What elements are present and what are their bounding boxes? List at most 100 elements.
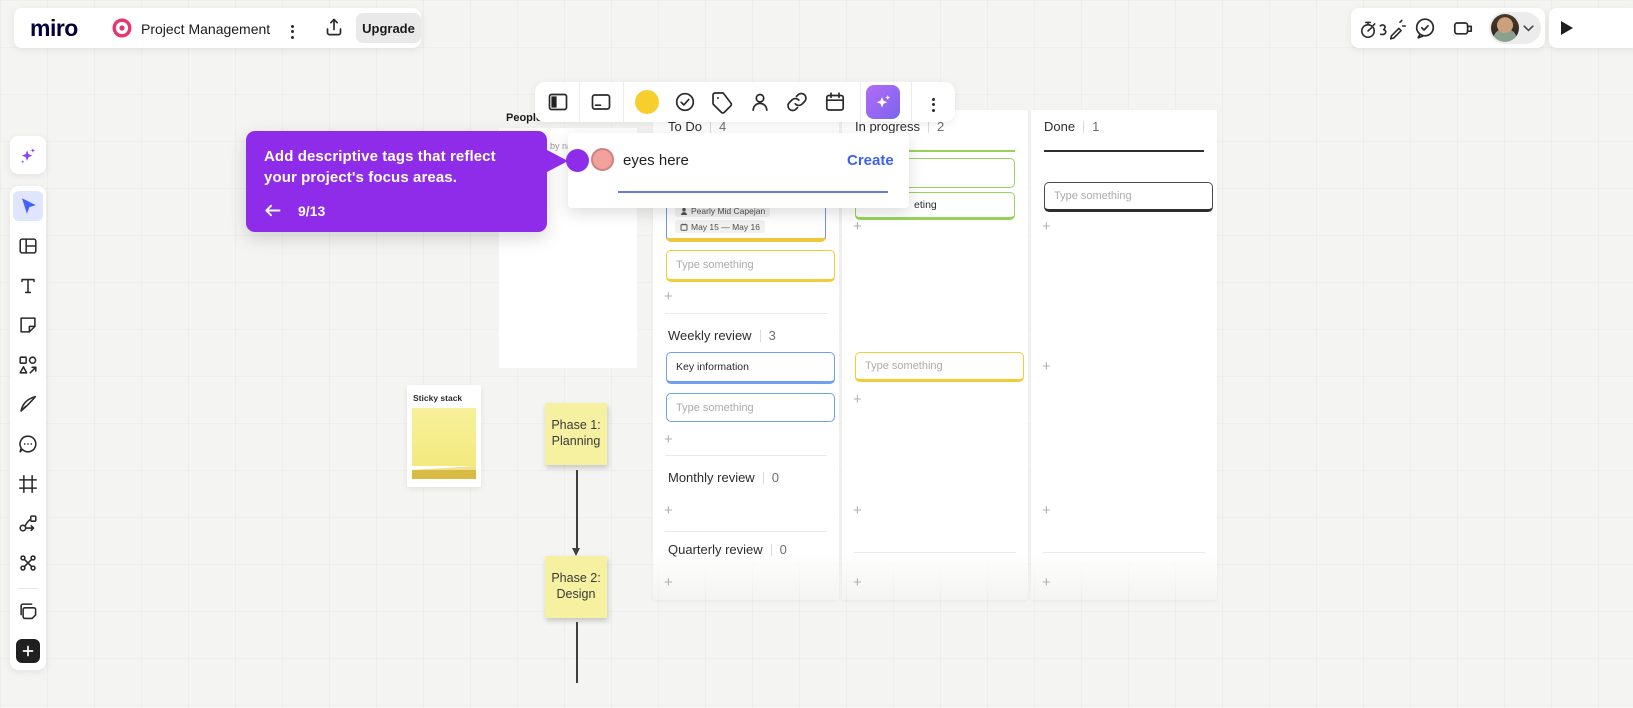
row-header-quarterly[interactable]: Quarterly review 0 — [668, 542, 787, 557]
sticky-text: Phase 1: Planning — [551, 418, 601, 448]
task-card-key-information[interactable]: Key information — [666, 352, 835, 384]
video-call-icon[interactable] — [1451, 16, 1475, 40]
collaboration-tools-icon[interactable] — [1359, 15, 1407, 42]
kanban-column-in-progress[interactable]: In progress 2 eting + Type something + +… — [842, 110, 1028, 600]
date-chip[interactable]: May 15 — May 16 — [675, 220, 765, 233]
ai-assistant-launcher[interactable] — [10, 136, 46, 174]
assignee-name: Pearly Mid Capejan — [691, 205, 766, 216]
add-card-button[interactable]: + — [664, 431, 673, 448]
new-card-input[interactable]: Type something — [855, 352, 1024, 382]
upgrade-button[interactable]: Upgrade — [356, 13, 421, 43]
board-menu-button[interactable] — [291, 22, 294, 41]
add-tool-button[interactable] — [16, 639, 40, 663]
export-icon[interactable] — [322, 16, 346, 40]
add-card-button[interactable]: + — [1042, 218, 1051, 235]
row-count: 3 — [768, 328, 776, 343]
board-header: miro Project Management Upgrade — [14, 8, 421, 48]
kanban-column-done[interactable]: Done 1 Type something + + + + — [1031, 110, 1217, 600]
connector-tool-icon[interactable] — [17, 512, 39, 534]
frame-tool-icon[interactable] — [17, 473, 39, 495]
add-card-button[interactable]: + — [664, 288, 673, 305]
sticky-pad-edge — [412, 470, 476, 479]
sparkle-icon — [876, 95, 891, 108]
toolbar-separator — [623, 82, 624, 122]
new-card-input[interactable]: Type something — [666, 393, 835, 422]
calendar-icon — [680, 223, 688, 231]
board-title[interactable]: Project Management — [141, 21, 271, 37]
tag-color-pink-swatch[interactable] — [591, 148, 614, 171]
assignee-button[interactable] — [748, 90, 772, 119]
ai-sparkle-button-active[interactable] — [866, 85, 900, 119]
row-header-weekly[interactable]: Weekly review 3 — [668, 328, 776, 343]
status-button[interactable] — [673, 90, 697, 119]
comment-tool-icon[interactable] — [17, 433, 39, 455]
add-card-button[interactable]: + — [853, 391, 862, 408]
add-card-button[interactable]: + — [853, 574, 862, 591]
row-title: Weekly review — [668, 328, 752, 343]
connector-arrow[interactable] — [576, 622, 578, 683]
toolbar-divider — [18, 588, 38, 589]
creation-toolbar — [10, 186, 46, 670]
create-tag-button[interactable]: Create — [847, 152, 894, 169]
toolbar-separator — [579, 82, 580, 122]
column-count: 4 — [718, 119, 727, 134]
shapes-tool-icon[interactable] — [17, 354, 39, 376]
row-count: 0 — [779, 542, 787, 557]
column-count: 1 — [1092, 119, 1100, 134]
card-placeholder: Type something — [676, 259, 754, 271]
link-icon — [787, 92, 807, 112]
row-header-monthly[interactable]: Monthly review 0 — [668, 470, 779, 485]
select-tool-icon[interactable] — [17, 195, 39, 217]
chat-icon[interactable] — [1413, 16, 1437, 40]
due-date-button[interactable] — [823, 90, 847, 119]
link-button[interactable] — [785, 90, 809, 119]
sticky-note-phase-2[interactable]: Phase 2: Design — [545, 556, 607, 618]
sticky-pad[interactable] — [412, 408, 476, 466]
card-style-button[interactable] — [589, 90, 613, 119]
add-card-button[interactable]: + — [664, 502, 673, 519]
add-card-button[interactable]: + — [1042, 358, 1051, 375]
pen-tool-icon[interactable] — [17, 393, 39, 415]
tooltip-message: Add descriptive tags that reflect your p… — [264, 148, 496, 187]
sticky-note-phase-1[interactable]: Phase 1: Planning — [545, 403, 607, 465]
add-card-button[interactable]: + — [853, 502, 862, 519]
person-icon — [752, 93, 768, 112]
toggle-panel-button[interactable] — [546, 90, 570, 119]
chevron-down-icon — [1523, 24, 1534, 32]
templates-tool-icon[interactable] — [17, 235, 39, 257]
column-header-todo[interactable]: To Do 4 — [668, 119, 726, 134]
duplicate-tool-icon[interactable] — [17, 600, 39, 622]
text-tool-icon[interactable] — [17, 275, 39, 297]
plus-icon — [22, 645, 34, 657]
avatar-icon — [681, 207, 687, 215]
connector-arrow[interactable] — [576, 470, 578, 548]
present-button[interactable] — [1549, 8, 1633, 48]
card-icon — [591, 94, 611, 110]
sticky-note-tool-icon[interactable] — [17, 314, 39, 336]
toolbar-separator — [860, 82, 861, 122]
tag-button[interactable] — [710, 90, 734, 119]
row-title: Monthly review — [668, 470, 755, 485]
more-options-button[interactable] — [932, 95, 935, 114]
tag-name-input[interactable]: eyes here — [623, 152, 689, 169]
sticky-stack-card[interactable]: Sticky stack — [407, 385, 481, 487]
column-count: 2 — [937, 119, 945, 134]
add-card-button[interactable]: + — [1042, 502, 1051, 519]
add-card-button[interactable]: + — [853, 218, 862, 235]
column-header-done[interactable]: Done 1 — [1044, 119, 1099, 134]
miro-logo[interactable]: miro — [30, 15, 78, 41]
collaboration-header — [1351, 8, 1545, 48]
new-card-input[interactable]: Type something — [1044, 182, 1213, 212]
header-divider — [709, 120, 711, 133]
add-card-button[interactable]: + — [664, 574, 673, 591]
column-header-in-progress[interactable]: In progress 2 — [855, 119, 944, 134]
back-arrow-icon[interactable] — [264, 204, 281, 217]
row-divider — [854, 552, 1016, 553]
color-swatch-yellow[interactable] — [635, 90, 659, 114]
apps-tool-icon[interactable] — [17, 552, 39, 574]
user-menu[interactable] — [1489, 12, 1541, 44]
frame-title-people[interactable]: People — [506, 112, 543, 124]
add-card-button[interactable]: + — [1042, 574, 1051, 591]
new-card-input[interactable]: Type something — [666, 250, 835, 282]
tag-color-purple-swatch[interactable] — [566, 149, 589, 172]
